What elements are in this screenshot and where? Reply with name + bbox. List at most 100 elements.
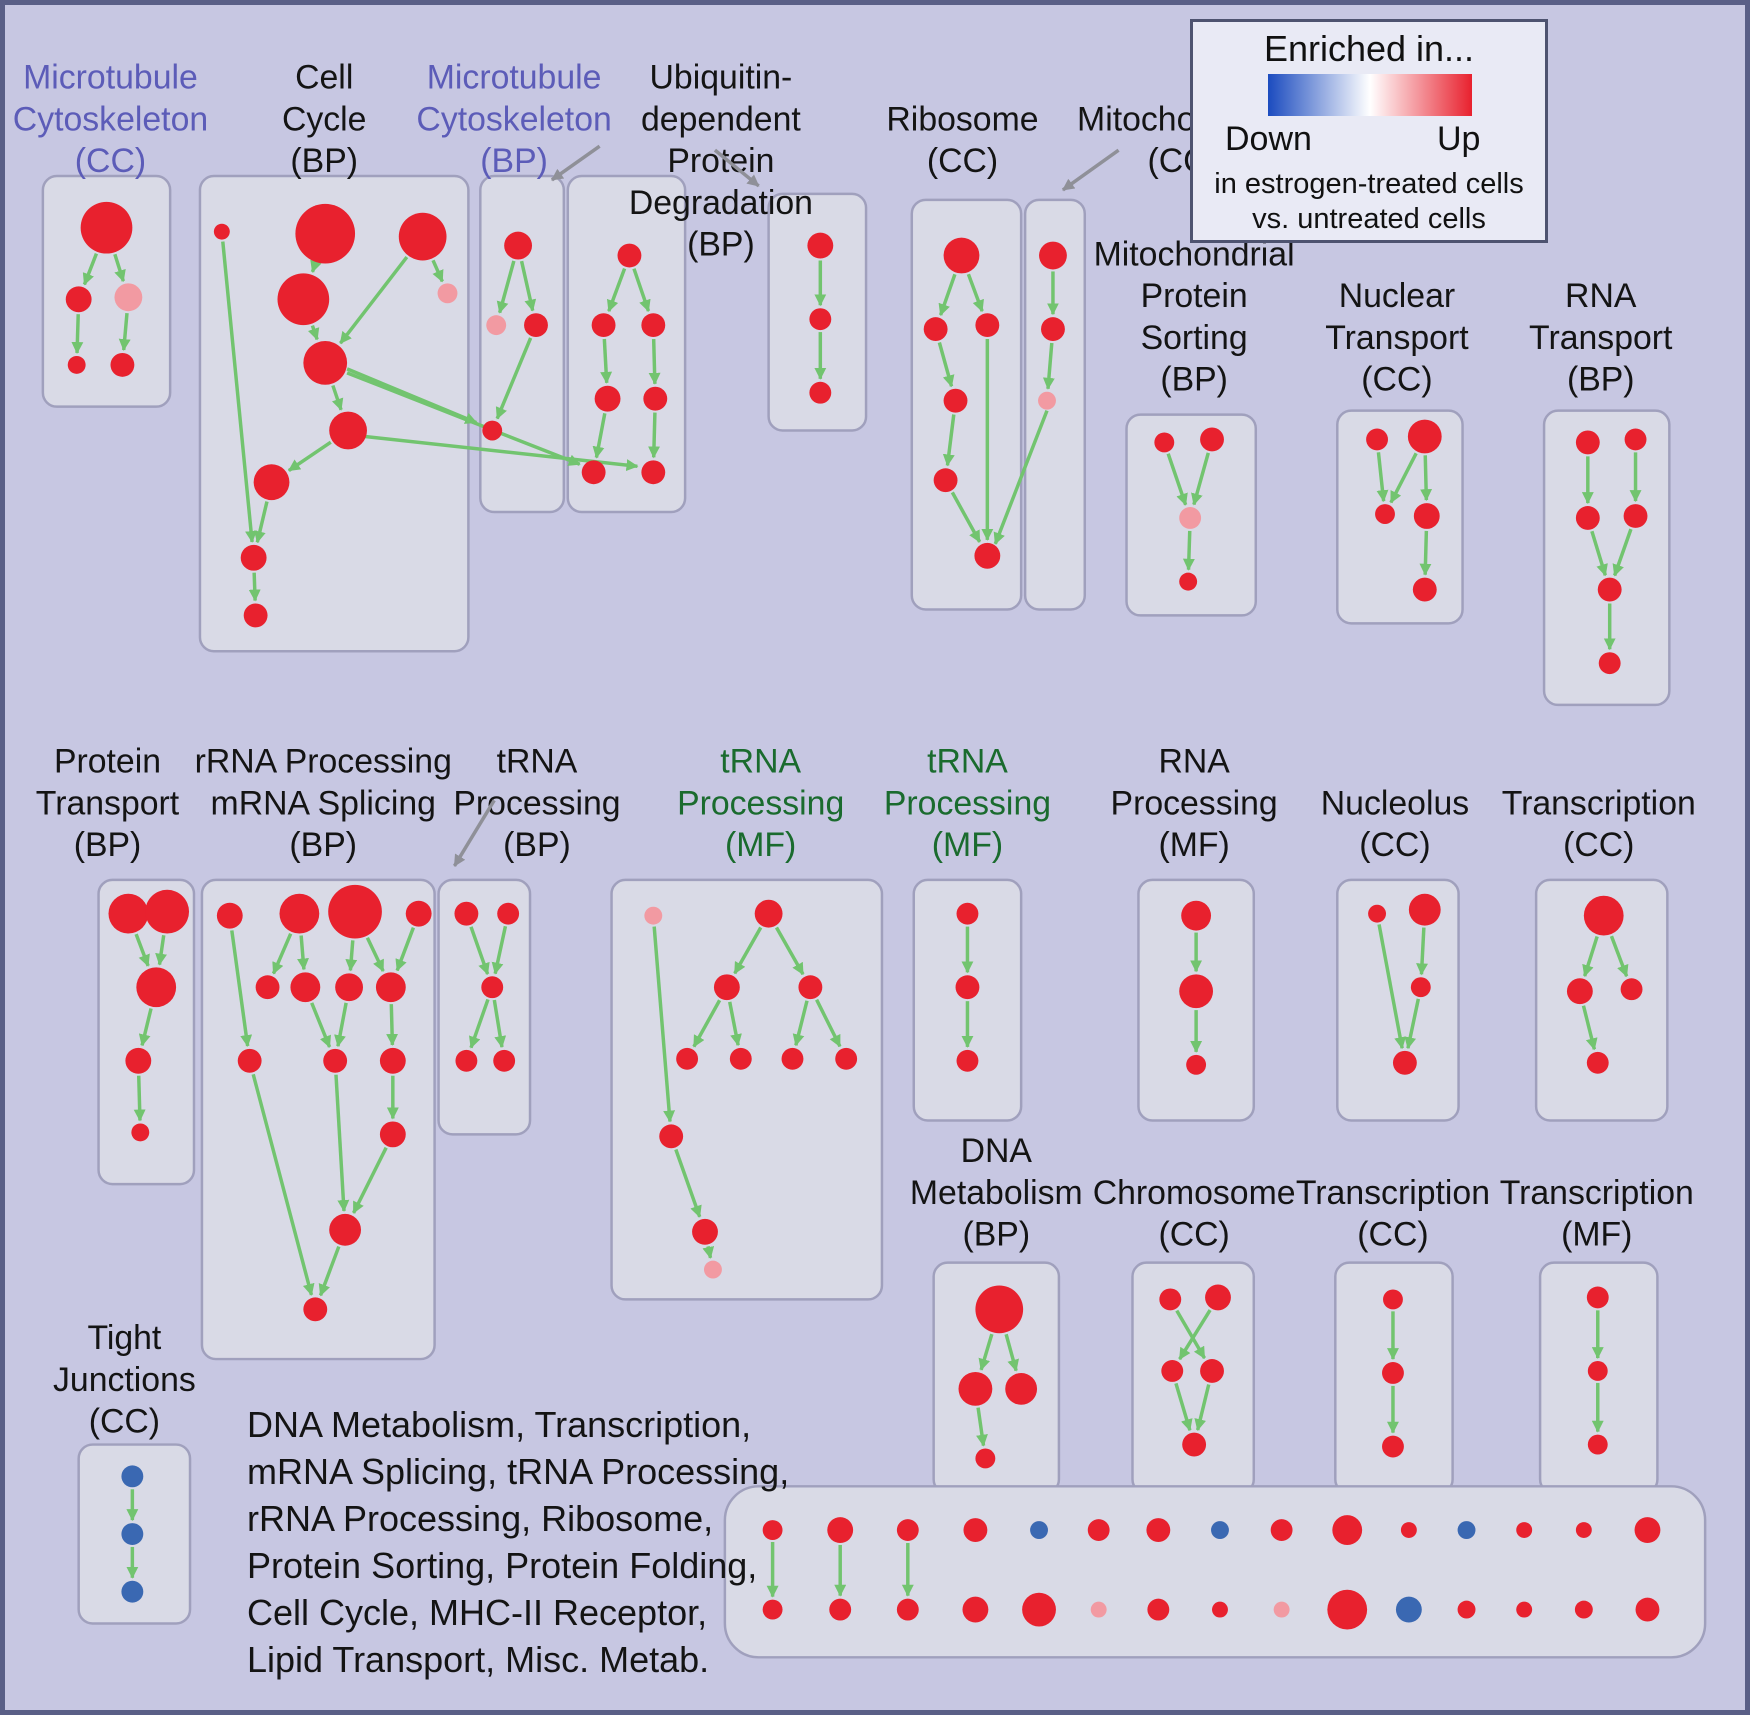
go-term-node-blue	[121, 1465, 144, 1488]
go-term-node-red	[379, 1121, 406, 1148]
go-term-node-red	[713, 974, 740, 1001]
cluster-label-transcription-mf: Transcription(MF)	[1500, 1174, 1694, 1254]
go-term-node-red	[1400, 1522, 1417, 1539]
go-term-node-red	[65, 286, 92, 313]
go-term-node-red	[1634, 1517, 1661, 1543]
go-relation-edge	[702, 1245, 715, 1259]
go-term-node-red	[1159, 1288, 1182, 1311]
go-relation-edge	[942, 414, 956, 467]
go-term-node-red	[67, 355, 86, 374]
go-term-node-red	[1635, 1597, 1660, 1622]
go-relation-edge	[1389, 452, 1418, 504]
go-relation-edge	[113, 253, 126, 283]
go-term-node-red	[1575, 1522, 1592, 1539]
go-relation-edge	[1377, 924, 1407, 1050]
go-term-node-red	[1005, 1372, 1038, 1405]
go-relation-edge	[1042, 342, 1055, 390]
misc-text-line: Cell Cycle, MHC-II Receptor,	[247, 1592, 708, 1633]
go-term-node-red	[328, 884, 382, 939]
go-relation-edge	[331, 384, 344, 411]
go-term-node-blue	[1395, 1596, 1422, 1623]
go-term-node-red	[481, 976, 504, 999]
misc-text-line: rRNA Processing, Ribosome,	[247, 1498, 714, 1539]
go-relation-edge	[978, 1333, 994, 1371]
go-term-node-pink	[114, 283, 143, 312]
go-term-node-red	[974, 542, 1001, 569]
go-term-node-red	[617, 243, 642, 268]
go-term-node-red	[295, 203, 356, 264]
go-relation-edge	[792, 1000, 809, 1047]
go-term-node-red	[1457, 1600, 1476, 1619]
go-term-node-red	[1516, 1522, 1533, 1539]
go-term-node-pink	[704, 1260, 722, 1279]
go-relation-edge	[1612, 528, 1633, 577]
go-relation-edge	[1004, 1333, 1019, 1372]
cluster-box-nucleolus-cc	[1336, 878, 1460, 1122]
go-term-node-red	[145, 889, 190, 934]
go-term-node-red	[1586, 1051, 1609, 1074]
go-relation-edge	[134, 933, 150, 967]
go-relation-edge	[938, 273, 957, 316]
go-term-node-red	[1154, 432, 1175, 453]
go-term-node-red	[1147, 1598, 1170, 1621]
cluster-box-rrna-processing-mrna-splicing-bp	[200, 878, 436, 1361]
go-term-node-red	[955, 975, 980, 1000]
go-term-node-red	[1327, 1589, 1368, 1630]
go-term-node-red	[1087, 1519, 1110, 1541]
go-relation-edge	[248, 572, 261, 602]
go-term-node-red	[962, 1596, 989, 1623]
cluster-box-trna-processing-mf-2	[912, 878, 1023, 1122]
go-relation-edge	[365, 936, 385, 972]
misc-text-line: Protein Sorting, Protein Folding,	[247, 1545, 758, 1586]
unclustered-terms-text: DNA Metabolism, Transcription, mRNA Spli…	[247, 1401, 789, 1683]
go-term-node-red	[963, 1518, 988, 1542]
go-term-node-red	[1575, 430, 1600, 455]
go-term-node-red	[110, 352, 135, 377]
go-relation-edge	[351, 1146, 388, 1214]
legend-down-label: Down	[1225, 120, 1312, 158]
go-relation-edge	[297, 935, 309, 971]
go-relation-edge	[632, 268, 651, 312]
go-term-node-red	[1186, 1054, 1207, 1075]
go-term-node-red	[659, 1124, 684, 1149]
go-term-node-red	[692, 1218, 718, 1245]
go-relation-edge	[310, 259, 322, 273]
go-term-node-red	[253, 464, 290, 501]
go-term-node-blue	[121, 1523, 144, 1545]
go-term-node-red	[136, 967, 177, 1008]
go-term-node-red	[958, 1371, 993, 1406]
go-term-node-red	[125, 1047, 152, 1074]
go-term-node-red	[896, 1598, 919, 1621]
cluster-label-transcription-cc-mid: Transcription(CC)	[1502, 784, 1696, 864]
go-relation-edge	[71, 314, 84, 354]
legend-subtitle-line2: vs. untreated cells	[1252, 203, 1486, 235]
cluster-label-ribosome-cc: Ribosome(CC)	[886, 100, 1038, 180]
go-term-node-red	[1412, 577, 1437, 602]
go-term-node-pink	[644, 906, 663, 925]
go-relation-edge	[600, 338, 613, 384]
go-relation-edge	[318, 1245, 341, 1297]
go-term-node-red	[1574, 1600, 1593, 1619]
go-term-node-red	[923, 317, 948, 342]
cross-cluster-edge	[346, 371, 581, 466]
go-term-node-red	[1375, 504, 1395, 524]
go-term-node-red	[1382, 1435, 1404, 1458]
go-relation-edge	[230, 930, 253, 1048]
cluster-box-transcription-cc-mid	[1534, 878, 1669, 1122]
go-relation-edge	[431, 259, 444, 283]
go-term-node-red	[108, 893, 149, 934]
go-term-node-pink	[1090, 1601, 1107, 1618]
go-term-node-pink	[1179, 507, 1202, 529]
go-term-node-red	[829, 1598, 852, 1621]
go-term-node-red	[255, 975, 280, 1000]
label-pointer-arrow	[713, 148, 760, 188]
